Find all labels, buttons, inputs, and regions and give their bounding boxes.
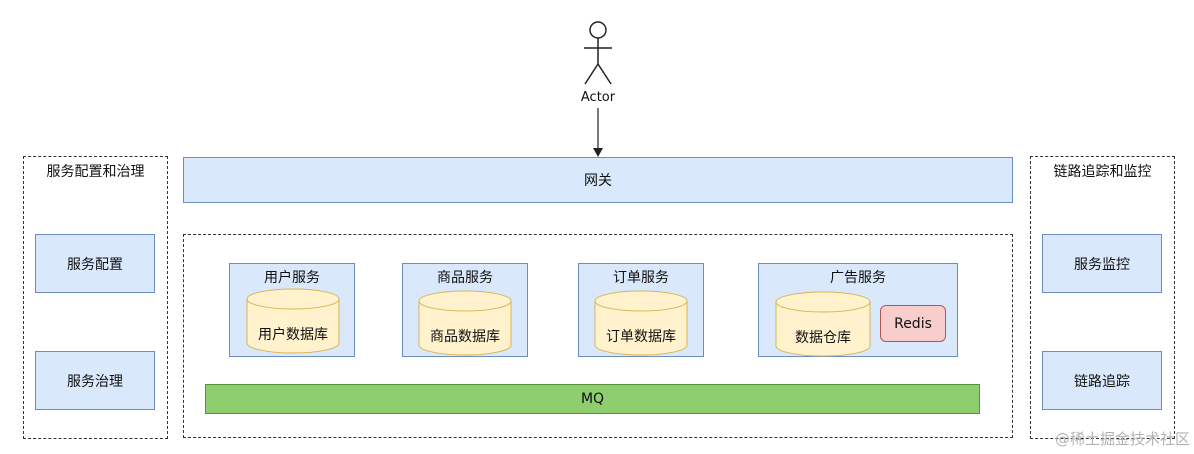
gateway-box: 网关 xyxy=(183,157,1013,203)
service-governance-label: 服务治理 xyxy=(67,373,123,390)
user-service-title: 用户服务 xyxy=(264,270,320,286)
service-config-label: 服务配置 xyxy=(67,256,123,273)
user-db-cylinder-icon xyxy=(246,288,340,354)
user-db-label: 用户数据库 xyxy=(258,327,328,343)
product-service-title: 商品服务 xyxy=(437,270,493,286)
data-warehouse-cylinder-icon xyxy=(775,291,871,357)
ads-service-title: 广告服务 xyxy=(830,270,886,286)
redis-box: Redis xyxy=(880,305,946,342)
gateway-label: 网关 xyxy=(584,173,612,189)
tracing-monitoring-title: 链路追踪和监控 xyxy=(1053,164,1152,180)
product-db-label: 商品数据库 xyxy=(430,329,500,345)
watermark: @稀土掘金技术社区 xyxy=(1054,430,1190,448)
service-config-box: 服务配置 xyxy=(35,234,155,293)
product-db: 商品数据库 xyxy=(418,290,512,356)
order-db-label: 订单数据库 xyxy=(606,329,676,345)
mq-bar: MQ xyxy=(205,384,980,414)
product-db-cylinder-icon xyxy=(418,290,512,356)
service-monitoring-box: 服务监控 xyxy=(1042,234,1162,293)
mq-label: MQ xyxy=(580,391,605,407)
services-container xyxy=(183,234,1013,438)
redis-label: Redis xyxy=(894,315,932,332)
data-warehouse-db: 数据仓库 xyxy=(775,291,871,357)
link-tracing-label: 链路追踪 xyxy=(1074,373,1130,390)
config-governance-title: 服务配置和治理 xyxy=(46,164,145,180)
link-tracing-box: 链路追踪 xyxy=(1042,351,1162,410)
data-warehouse-label: 数据仓库 xyxy=(795,330,851,346)
actor-label: Actor xyxy=(580,90,616,105)
order-db-cylinder-icon xyxy=(594,290,688,356)
actor-to-gateway-arrow xyxy=(593,108,603,157)
service-monitoring-label: 服务监控 xyxy=(1074,256,1130,273)
tracing-monitoring-panel: 链路追踪和监控 xyxy=(1030,156,1175,439)
user-db: 用户数据库 xyxy=(246,288,340,354)
config-governance-panel: 服务配置和治理 xyxy=(23,156,168,439)
order-db: 订单数据库 xyxy=(594,290,688,356)
service-governance-box: 服务治理 xyxy=(35,351,155,410)
order-service-title: 订单服务 xyxy=(613,270,669,286)
actor-icon xyxy=(584,21,612,85)
